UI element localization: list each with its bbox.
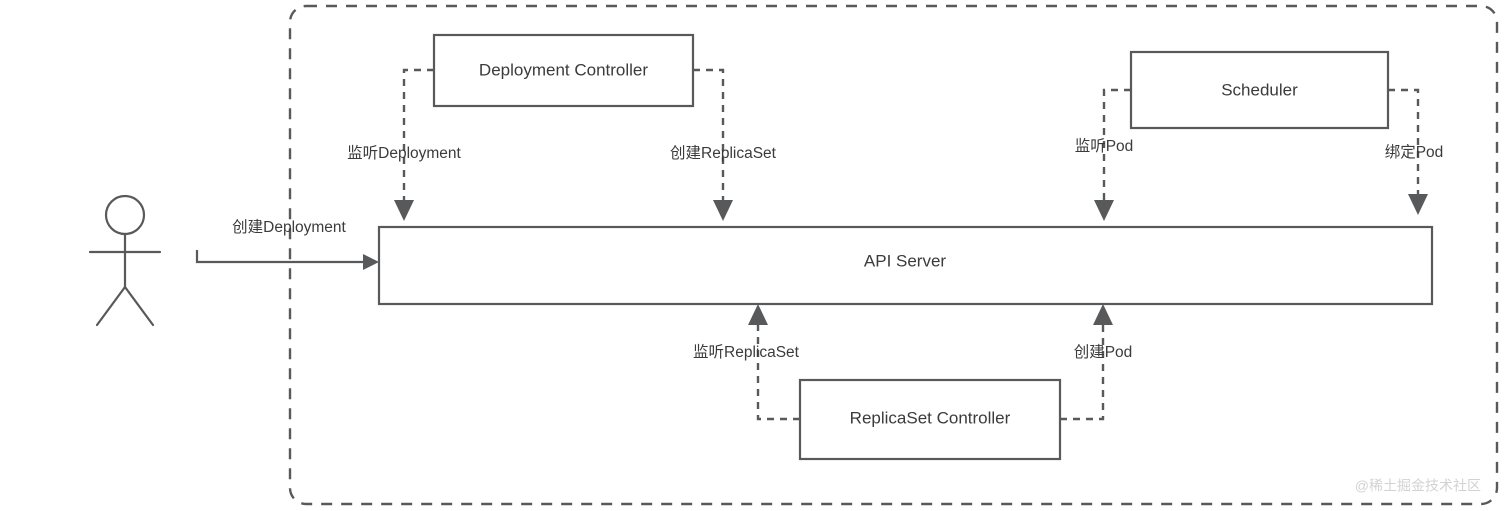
node-deployment-controller[interactable]: Deployment Controller	[432, 33, 695, 108]
replicaset-controller-box[interactable]	[798, 378, 1062, 461]
edge-label-watch-replicaset: 监听ReplicaSet	[693, 343, 800, 361]
watermark-label: @稀土掘金技术社区	[1355, 478, 1481, 494]
node-scheduler[interactable]: Scheduler	[1129, 50, 1390, 130]
api-server-box[interactable]	[377, 225, 1434, 306]
actor-leg-right-icon	[123, 285, 155, 327]
create-pod-line	[1060, 322, 1105, 421]
edge-label-bind-pod: 绑定Pod	[1385, 143, 1444, 161]
replicaset-controller-label: ReplicaSet Controller	[850, 408, 1011, 427]
bind-pod-line	[1388, 88, 1420, 195]
edge-bind-pod: 绑定Pod	[1385, 88, 1444, 215]
edge-watch-replicaset: 监听ReplicaSet	[693, 304, 800, 421]
actor-head-icon	[104, 194, 146, 236]
edge-label-create-replicaset: 创建ReplicaSet	[670, 144, 777, 162]
edge-watch-deployment: 监听Deployment	[347, 68, 462, 221]
watch-pod-line	[1102, 88, 1131, 205]
watch-pod-arrowhead-icon	[1094, 200, 1114, 221]
scheduler-label: Scheduler	[1221, 80, 1298, 99]
create-replicaset-line	[693, 68, 725, 205]
edge-label-create-deployment: 创建Deployment	[232, 218, 346, 236]
node-api-server[interactable]: API Server	[377, 225, 1434, 306]
edge-create-replicaset: 创建ReplicaSet	[670, 68, 777, 221]
watch-replicaset-line	[756, 322, 800, 421]
cluster-boundary	[288, 4, 1499, 506]
user-actor	[88, 194, 162, 327]
bind-pod-arrowhead-icon	[1408, 194, 1428, 215]
watch-deployment-arrowhead-icon	[394, 200, 414, 221]
edge-label-create-pod: 创建Pod	[1074, 343, 1133, 361]
watch-replicaset-arrowhead-icon	[748, 304, 768, 325]
edge-label-watch-deployment: 监听Deployment	[347, 144, 461, 162]
create-deployment-line	[195, 250, 367, 264]
edge-create-pod: 创建Pod	[1060, 304, 1133, 421]
watch-deployment-line	[402, 68, 434, 205]
deployment-controller-box[interactable]	[432, 33, 695, 108]
create-pod-arrowhead-icon	[1093, 304, 1113, 325]
edge-watch-pod: 监听Pod	[1075, 88, 1134, 221]
edge-label-watch-pod: 监听Pod	[1075, 137, 1134, 155]
create-deployment-arrowhead-icon	[363, 254, 379, 270]
create-replicaset-arrowhead-icon	[713, 200, 733, 221]
node-replicaset-controller[interactable]: ReplicaSet Controller	[798, 378, 1062, 461]
api-server-label: API Server	[864, 251, 947, 270]
scheduler-box[interactable]	[1129, 50, 1390, 130]
actor-leg-left-icon	[95, 285, 127, 327]
edge-create-deployment: 创建Deployment	[195, 218, 379, 270]
deployment-controller-label: Deployment Controller	[479, 60, 648, 79]
